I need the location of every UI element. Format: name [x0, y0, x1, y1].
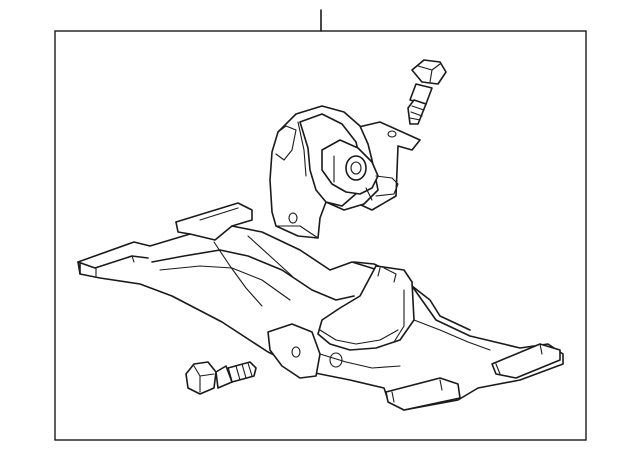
- mount-bolt-upper: [407, 59, 447, 125]
- diagram-frame: [54, 30, 587, 441]
- bracket-bolt-lower: [185, 361, 257, 395]
- transmission-mount-bracket: [77, 202, 564, 411]
- mount-insulator: [269, 105, 421, 239]
